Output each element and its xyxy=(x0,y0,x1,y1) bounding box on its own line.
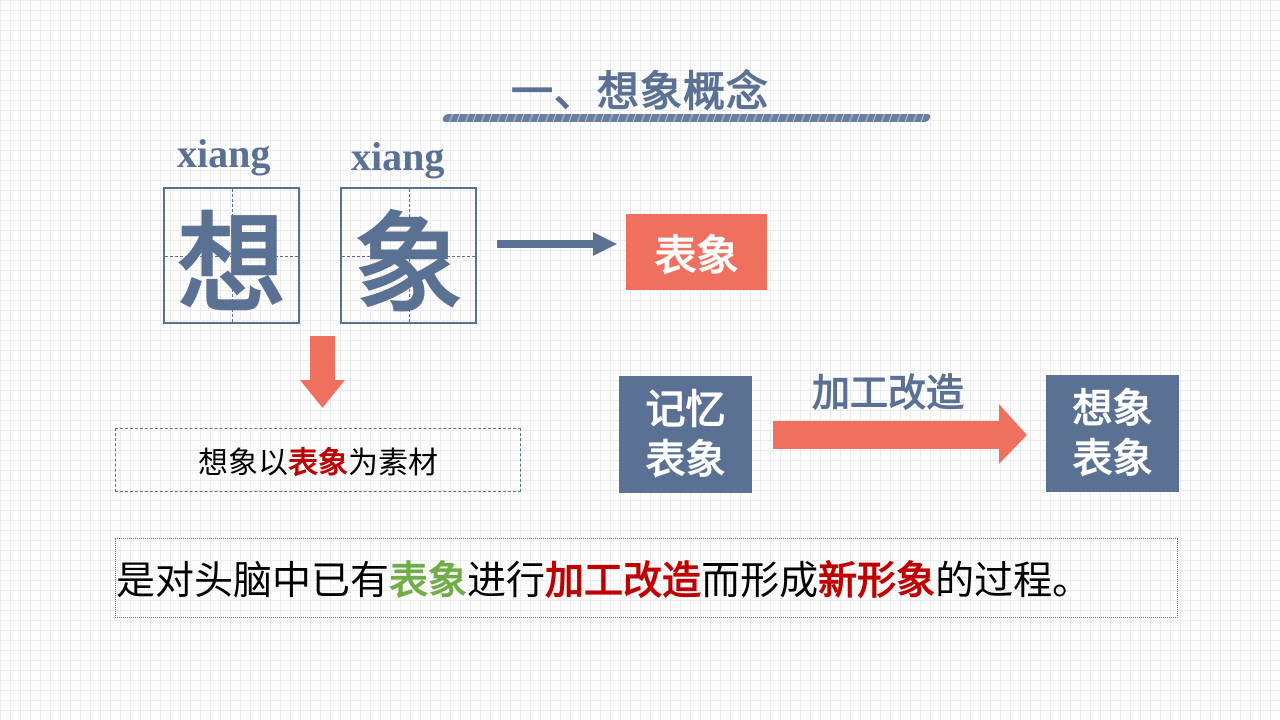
plain-text: 是对头脑中已有 xyxy=(116,559,390,604)
material-note-box: 想象以表象为素材 xyxy=(115,428,521,492)
memory-line-1: 记忆 xyxy=(645,386,726,433)
material-note-text: 想象以表象为素材 xyxy=(198,438,438,482)
highlight-text: 表象 xyxy=(389,559,468,604)
highlight-text: 新形象 xyxy=(818,559,936,604)
plain-text: 的过程。 xyxy=(935,559,1092,604)
character-xiang-image: 象 xyxy=(354,202,463,328)
slide-title: 一、想象概念 xyxy=(510,67,769,116)
representation-box: 表象 xyxy=(626,214,767,290)
definition-text: 是对头脑中已有表象进行加工改造而形成新形象的过程。 xyxy=(116,550,1091,606)
highlight-text: 加工改造 xyxy=(545,559,702,604)
brush-underline xyxy=(441,114,932,122)
down-arrow-icon xyxy=(300,336,345,408)
memory-representation-box: 记忆表象 xyxy=(619,376,752,493)
character-box-2: 象 xyxy=(340,187,477,328)
plain-text: 想象以 xyxy=(198,446,288,481)
imagination-line-1: 想象 xyxy=(1072,385,1153,432)
plain-text: 为素材 xyxy=(348,446,438,481)
pinyin-label-1: xiang xyxy=(177,131,271,176)
imagination-representation-box: 想象表象 xyxy=(1046,375,1179,492)
right-arrow-icon xyxy=(497,232,617,256)
process-label: 加工改造 xyxy=(812,371,965,415)
plain-text: 进行 xyxy=(467,559,546,604)
memory-line-2: 表象 xyxy=(645,436,726,483)
pinyin-label-2: xiang xyxy=(351,134,445,179)
character-box-1: 想 xyxy=(163,187,300,328)
character-xiang-think: 想 xyxy=(177,202,286,328)
imagination-line-2: 表象 xyxy=(1072,435,1153,482)
process-arrow-icon xyxy=(773,404,1027,464)
plain-text: 而形成 xyxy=(701,559,819,604)
definition-box: 是对头脑中已有表象进行加工改造而形成新形象的过程。 xyxy=(115,538,1178,618)
highlight-text: 表象 xyxy=(288,446,348,481)
